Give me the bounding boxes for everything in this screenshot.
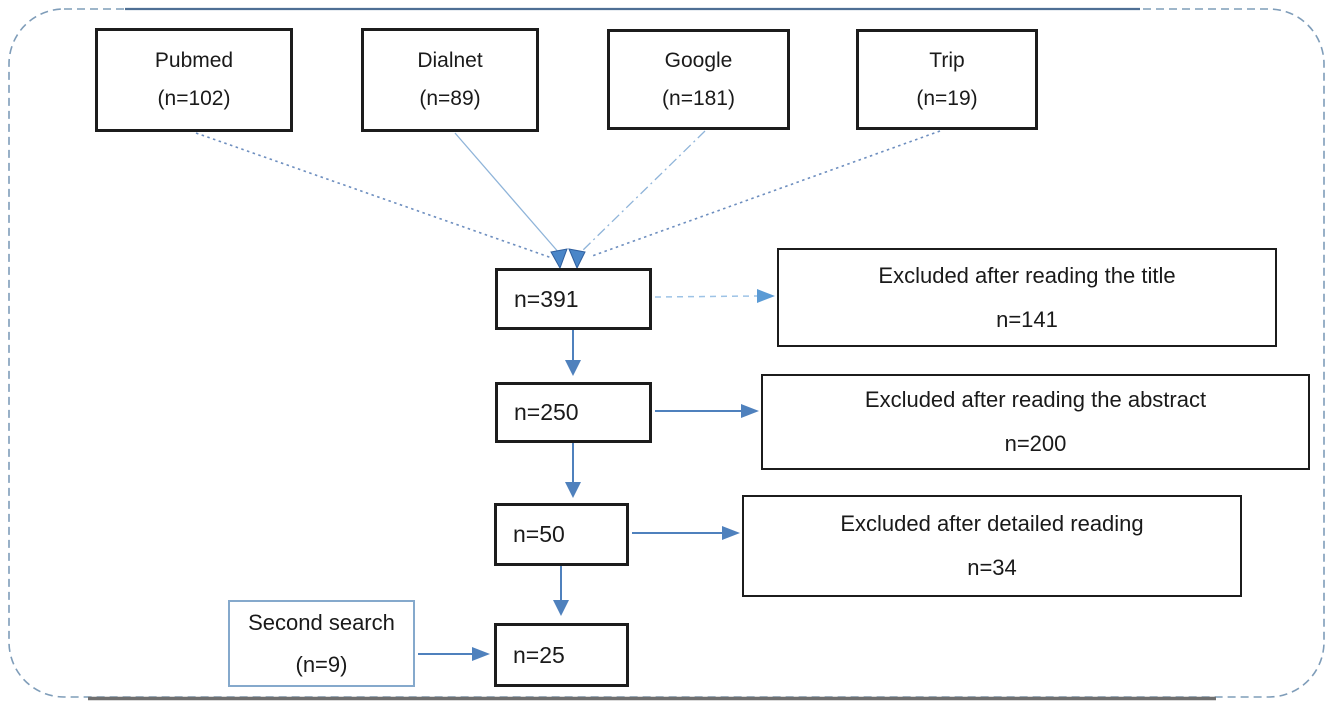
source-box-google: Google (n=181) [607,29,790,130]
second-search-label: Second search [248,609,395,635]
screening-box-25: n=25 [494,623,629,687]
source-count: (n=19) [916,86,978,110]
source-box-pubmed: Pubmed (n=102) [95,28,293,132]
exclusion-count: n=34 [967,555,1017,580]
source-name: Trip [929,48,965,72]
exclusion-arrows [632,289,775,540]
source-count: (n=181) [662,86,735,110]
exclusion-box-title: Excluded after reading the title n=141 [777,248,1277,347]
screening-box-391: n=391 [495,268,652,330]
screening-count: n=50 [513,521,565,547]
source-name: Dialnet [417,49,483,73]
source-count: (n=89) [419,87,481,110]
screening-count: n=25 [513,641,565,668]
exclusion-box-detailed: Excluded after detailed reading n=34 [742,495,1242,597]
source-box-dialnet: Dialnet (n=89) [361,28,539,132]
exclusion-count: n=200 [1004,431,1067,456]
outer-border [8,7,1325,701]
source-box-trip: Trip (n=19) [856,29,1038,130]
screening-box-50: n=50 [494,503,629,566]
screening-box-250: n=250 [495,382,652,443]
screening-count: n=391 [514,285,579,312]
flow-down-arrows [553,330,581,616]
second-search-arrow [418,647,490,661]
screening-count: n=250 [514,399,579,425]
exclusion-reason: Excluded after reading the title [878,262,1176,288]
source-name: Pubmed [154,49,234,73]
source-name: Google [664,48,733,72]
exclusion-box-abstract: Excluded after reading the abstract n=20… [761,374,1310,470]
exclusion-reason: Excluded after reading the abstract [864,387,1207,412]
source-count: (n=102) [157,87,231,110]
converging-arrows [195,130,941,270]
second-search-count: (n=9) [295,651,348,677]
exclusion-count: n=141 [996,306,1058,332]
exclusion-reason: Excluded after detailed reading [840,511,1144,536]
second-search-box: Second search (n=9) [228,600,415,687]
